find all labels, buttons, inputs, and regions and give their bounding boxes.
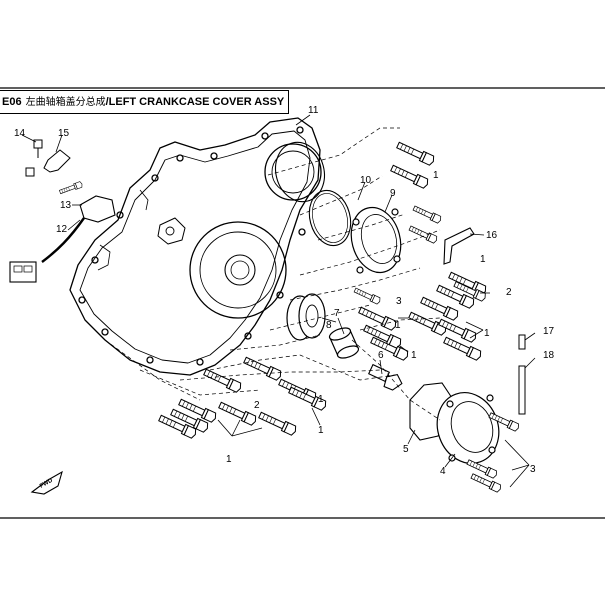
callout-7: 7: [334, 308, 340, 319]
clip-15: [43, 149, 71, 173]
callout-13: 13: [60, 200, 72, 211]
sensor-assembly: [9, 195, 116, 283]
callout-12: 12: [56, 224, 68, 235]
small-bolt-13: [58, 180, 84, 196]
callout-16: 16: [486, 230, 498, 241]
plug-bolt: [367, 363, 403, 391]
callout-17: 17: [543, 326, 555, 337]
callout-3: 3: [530, 464, 536, 475]
gasket-ring: [275, 141, 325, 203]
crankcase-cover: [69, 117, 322, 376]
bracket: [443, 227, 475, 265]
callout-1: 1: [318, 394, 324, 405]
callout-1: 1: [433, 170, 439, 181]
dashed-leaders: [104, 127, 441, 421]
diagram-title-en: /LEFT CRANKCASE COVER ASSY: [105, 96, 285, 108]
callout-10: 10: [360, 175, 372, 186]
diagram-code: E06: [2, 96, 22, 108]
callout-leaders: [21, 114, 536, 488]
callout-6: 6: [378, 350, 384, 361]
bearing: [286, 293, 326, 341]
callout-labels: 1 1 1 1 1 1 1 1 2 2 3 3 4 5 6 7 8 9 10 1…: [14, 105, 555, 477]
callout-8: 8: [326, 320, 332, 331]
callout-5: 5: [403, 444, 409, 455]
small-cover: [436, 392, 500, 464]
callout-1: 1: [411, 350, 417, 361]
callout-4: 4: [440, 466, 446, 477]
callout-18: 18: [543, 350, 555, 361]
callout-1: 1: [484, 328, 490, 339]
small-bolt-14: [25, 139, 43, 177]
o-ring: [308, 189, 352, 247]
front-direction-icon: FWD: [30, 470, 63, 495]
callout-3: 3: [396, 296, 402, 307]
callout-1: 1: [480, 254, 486, 265]
callout-1: 1: [318, 425, 324, 436]
diagram-title-cn: 左曲轴箱盖分总成: [25, 97, 106, 108]
sleeve: [328, 327, 360, 359]
callout-14: 14: [14, 128, 26, 139]
callout-1: 1: [226, 454, 232, 465]
callout-15: 15: [58, 128, 70, 139]
callout-2: 2: [254, 400, 260, 411]
callout-9: 9: [390, 188, 396, 199]
round-cover: [350, 206, 402, 274]
pin-18: [518, 365, 526, 415]
callout-1: 1: [395, 320, 401, 331]
callout-11: 11: [308, 105, 319, 116]
callout-2: 2: [506, 287, 512, 298]
pin-17: [518, 334, 526, 350]
